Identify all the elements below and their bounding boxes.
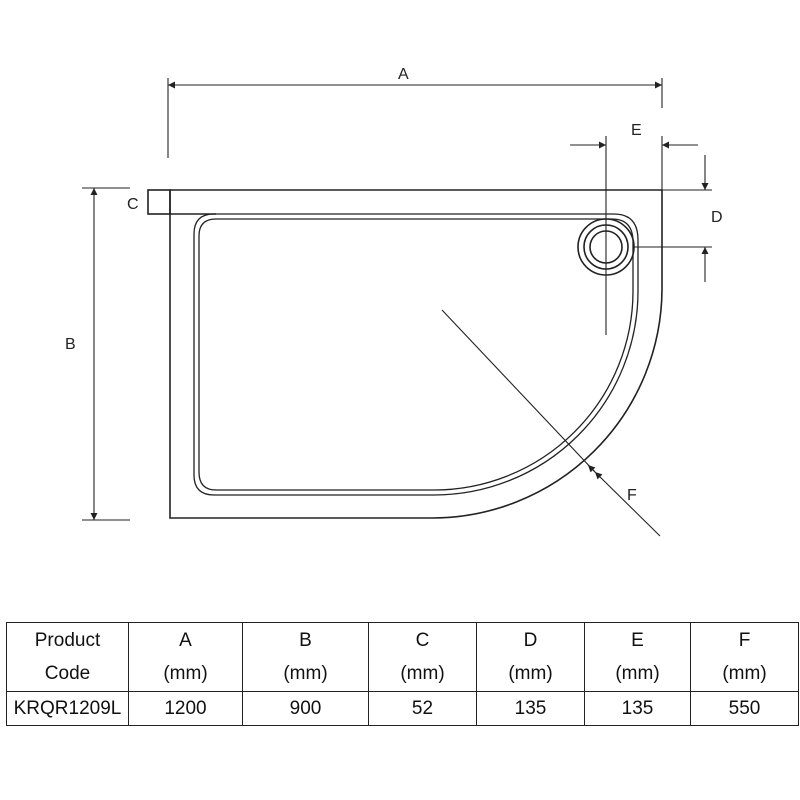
header-b: B(mm) — [242, 622, 369, 692]
dimension-d — [634, 155, 712, 282]
dimension-label-d: D — [711, 209, 723, 226]
header-d: D(mm) — [476, 622, 585, 692]
cell-a: 1200 — [128, 691, 243, 726]
dimension-label-e: E — [631, 122, 642, 139]
dimension-c-marker — [147, 189, 171, 215]
dimension-label-c: C — [127, 196, 139, 213]
cell-b: 900 — [242, 691, 369, 726]
dimension-label-a: A — [398, 66, 409, 83]
tray-outline — [169, 189, 663, 519]
header-c: C(mm) — [368, 622, 477, 692]
cell-d: 135 — [476, 691, 585, 726]
cell-product-code: KRQR1209L — [6, 691, 129, 726]
cell-e: 135 — [584, 691, 691, 726]
header-e: E(mm) — [584, 622, 691, 692]
table-row: KRQR1209L 1200 900 52 135 135 550 — [6, 691, 799, 726]
cell-f: 550 — [690, 691, 799, 726]
shower-tray-diagram: A B C D E F — [65, 66, 723, 537]
tray-basin — [198, 218, 634, 491]
dimension-label-b: B — [65, 336, 76, 353]
dimension-e — [570, 136, 698, 335]
header-a: A(mm) — [128, 622, 243, 692]
dimension-a — [167, 78, 663, 158]
tray-inner-edge — [193, 213, 639, 496]
header-f: F(mm) — [690, 622, 799, 692]
cell-c: 52 — [368, 691, 477, 726]
dimension-b — [82, 187, 130, 521]
dimension-label-f: F — [627, 487, 637, 504]
dimension-f — [441, 309, 661, 537]
